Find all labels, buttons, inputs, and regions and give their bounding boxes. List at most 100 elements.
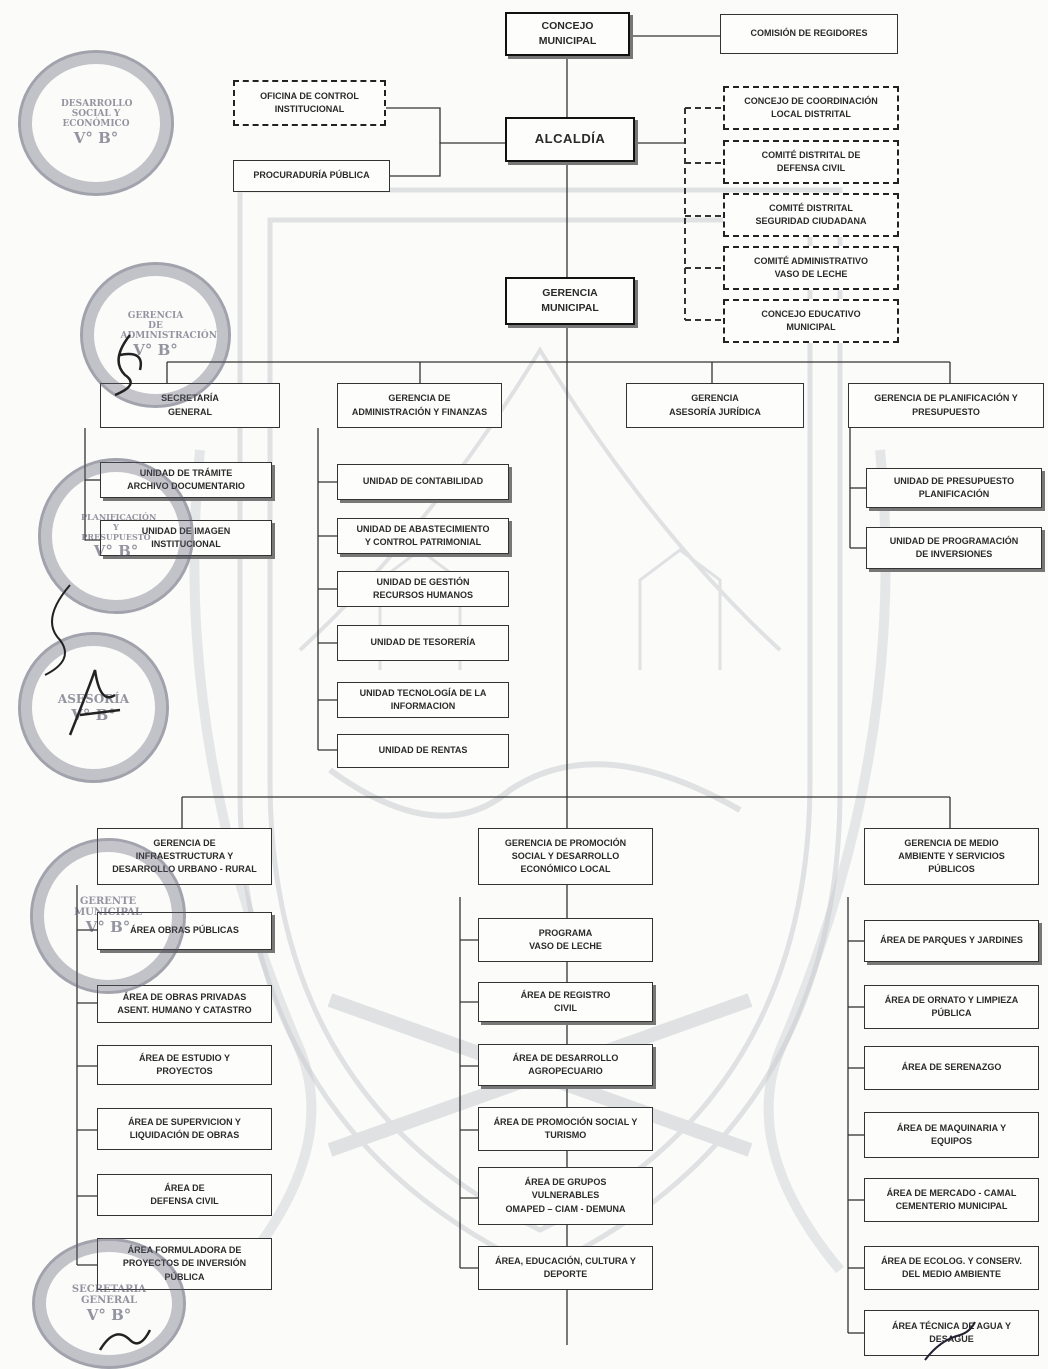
unit-label: UNIDAD DE ABASTECIMIENTO Y CONTROL PATRI… (356, 523, 490, 547)
concejo-municipal-box: CONCEJO MUNICIPAL (505, 12, 630, 56)
concejo-municipal-label: CONCEJO MUNICIPAL (538, 19, 597, 47)
unit-label: ÁREA DE PARQUES Y JARDINES (880, 935, 1023, 946)
gerencia-municipal-label: GERENCIA MUNICIPAL (541, 286, 599, 314)
area-mercado-box: ÁREA DE MERCADO - CAMAL CEMENTERIO MUNIC… (864, 1178, 1039, 1222)
unit-label: ÁREA DE ESTUDIO Y PROYECTOS (138, 1052, 230, 1076)
committee-label-1: CONCEJO DE COORDINACIÓN LOCAL DISTRITAL (744, 95, 878, 119)
comision-regidores-box: COMISIÓN DE REGIDORES (720, 14, 898, 54)
committee-label-5: CONCEJO EDUCATIVO MUNICIPAL (761, 308, 861, 332)
gerencia-municipal-box: GERENCIA MUNICIPAL (505, 277, 635, 325)
procuraduria-box: PROCURADURÍA PÚBLICA (233, 160, 390, 192)
unidad-presupuesto-box: UNIDAD DE PRESUPUESTO PLANIFICACIÓN (866, 468, 1042, 508)
gerencia-promocion-box: GERENCIA DE PROMOCIÓN SOCIAL Y DESARROLL… (478, 828, 653, 885)
gerencia-asesoria-label: GERENCIA ASESORÍA JURÍDICA (669, 393, 761, 417)
committee-label-3: COMITÉ DISTRITAL SEGURIDAD CIUDADANA (755, 202, 867, 226)
unidad-abastecimiento-box: UNIDAD DE ABASTECIMIENTO Y CONTROL PATRI… (337, 518, 509, 554)
stamp-vb: V° B° (93, 542, 139, 560)
unit-label: ÁREA DE ECOLOG. Y CONSERV. DEL MEDIO AMB… (881, 1255, 1022, 1279)
unit-label: ÁREA TÉCNICA DE AGUA Y DESAGUE (891, 1320, 1011, 1344)
unit-label: UNIDAD DE CONTABILIDAD (362, 476, 484, 487)
unit-label: ÁREA DE REGISTRO CIVIL (520, 989, 611, 1013)
committee-label-2: COMITÉ DISTRITAL DE DEFENSA CIVIL (761, 149, 861, 173)
unidad-contabilidad-box: UNIDAD DE CONTABILIDAD (337, 464, 509, 500)
unit-label: ÁREA DE MERCADO - CAMAL CEMENTERIO MUNIC… (886, 1187, 1017, 1211)
area-educacion-box: ÁREA, EDUCACIÓN, CULTURA Y DEPORTE (478, 1246, 653, 1290)
oficina-control-label: OFICINA DE CONTROL INSTITUCIONAL (260, 90, 359, 114)
unit-label: ÁREA, EDUCACIÓN, CULTURA Y DEPORTE (495, 1255, 636, 1279)
gerencia-administracion-box: GERENCIA DE ADMINISTRACIÓN Y FINANZAS (337, 383, 502, 428)
gerencia-administracion-label: GERENCIA DE ADMINISTRACIÓN Y FINANZAS (351, 393, 488, 417)
unit-label: UNIDAD DE RENTAS (378, 745, 468, 756)
programa-vaso-leche-box: PROGRAMA VASO DE LECHE (478, 918, 653, 962)
unit-label: UNIDAD DE GESTIÓN RECURSOS HUMANOS (372, 576, 473, 600)
comite-defensa-civil-box: COMITÉ DISTRITAL DE DEFENSA CIVIL (723, 140, 899, 184)
area-desarrollo-agropecuario-box: ÁREA DE DESARROLLO AGROPECUARIO (478, 1044, 653, 1086)
signature-mark (68, 669, 121, 736)
unit-label: ÁREA DE SUPERVICION Y LIQUIDACIÓN DE OBR… (128, 1116, 241, 1140)
gerencia-asesoria-box: GERENCIA ASESORÍA JURÍDICA (626, 383, 804, 428)
area-defensa-civil-box: ÁREA DE DEFENSA CIVIL (97, 1174, 272, 1216)
procuraduria-label: PROCURADURÍA PÚBLICA (253, 170, 370, 181)
gerencia-promocion-label: GERENCIA DE PROMOCIÓN SOCIAL Y DESARROLL… (504, 837, 627, 875)
concejo-educativo-box: CONCEJO EDUCATIVO MUNICIPAL (723, 299, 899, 343)
signature-mark (924, 1321, 976, 1361)
unit-label: UNIDAD TECNOLOGÍA DE LA INFORMACION (359, 687, 487, 711)
unit-label: ÁREA DE DESARROLLO AGROPECUARIO (512, 1052, 619, 1076)
area-registro-civil-box: ÁREA DE REGISTRO CIVIL (478, 982, 653, 1022)
unit-label: ÁREA DE PROMOCIÓN SOCIAL Y TURISMO (493, 1116, 638, 1140)
area-agua-desague-box: ÁREA TÉCNICA DE AGUA Y DESAGUE (864, 1310, 1039, 1356)
gerencia-planificacion-box: GERENCIA DE PLANIFICACIÓN Y PRESUPUESTO (848, 383, 1044, 428)
unit-label: ÁREA DE OBRAS PRIVADAS ASENT. HUMANO Y C… (117, 991, 252, 1015)
signature-mark (98, 1329, 152, 1351)
alcaldia-box: ALCALDÍA (505, 117, 635, 162)
stamp-vb: V° B° (86, 1305, 132, 1324)
alcaldia-label: ALCALDÍA (534, 131, 606, 147)
unidad-programacion-box: UNIDAD DE PROGRAMACIÓN DE INVERSIONES (866, 527, 1042, 569)
unidad-tesoreria-box: UNIDAD DE TESORERÍA (337, 625, 509, 661)
unidad-tecnologia-box: UNIDAD TECNOLOGÍA DE LA INFORMACION (337, 682, 509, 718)
area-obras-privadas-box: ÁREA DE OBRAS PRIVADAS ASENT. HUMANO Y C… (97, 985, 272, 1023)
concejo-coordinacion-box: CONCEJO DE COORDINACIÓN LOCAL DISTRITAL (723, 86, 899, 130)
stamp-vb: V° B° (73, 129, 119, 147)
unit-label: UNIDAD DE PRESUPUESTO PLANIFICACIÓN (893, 475, 1015, 499)
unit-label: ÁREA DE DEFENSA CIVIL (150, 1182, 219, 1206)
gerencia-medio-ambiente-label: GERENCIA DE MEDIO AMBIENTE Y SERVICIOS P… (898, 837, 1005, 875)
oficina-control-box: OFICINA DE CONTROL INSTITUCIONAL (233, 80, 386, 126)
stamp-asesoria-text: ASESORÍA (57, 691, 130, 706)
gerencia-planificacion-label: GERENCIA DE PLANIFICACIÓN Y PRESUPUESTO (874, 393, 1018, 417)
gerencia-medio-ambiente-box: GERENCIA DE MEDIO AMBIENTE Y SERVICIOS P… (864, 828, 1039, 885)
area-grupos-vulnerables-box: ÁREA DE GRUPOS VULNERABLES OMAPED – CIAM… (478, 1167, 653, 1225)
comite-seguridad-box: COMITÉ DISTRITAL SEGURIDAD CIUDADANA (723, 193, 899, 237)
area-maquinaria-box: ÁREA DE MAQUINARIA Y EQUIPOS (864, 1112, 1039, 1158)
stamp-vb: V° B° (133, 341, 178, 359)
area-ecologia-box: ÁREA DE ECOLOG. Y CONSERV. DEL MEDIO AMB… (864, 1246, 1039, 1290)
comite-vaso-leche-box: COMITÉ ADMINISTRATIVO VASO DE LECHE (723, 246, 899, 290)
unidad-recursos-humanos-box: UNIDAD DE GESTIÓN RECURSOS HUMANOS (337, 571, 509, 607)
unit-label: ÁREA DE GRUPOS VULNERABLES OMAPED – CIAM… (505, 1177, 626, 1214)
unit-label: ÁREA DE MAQUINARIA Y EQUIPOS (896, 1122, 1007, 1146)
area-ornato-box: ÁREA DE ORNATO Y LIMPIEZA PÚBLICA (864, 985, 1039, 1029)
comision-regidores-label: COMISIÓN DE REGIDORES (750, 28, 868, 39)
unit-label: UNIDAD DE PROGRAMACIÓN DE INVERSIONES (889, 535, 1019, 559)
committee-label-4: COMITÉ ADMINISTRATIVO VASO DE LECHE (754, 255, 868, 279)
area-estudio-proyectos-box: ÁREA DE ESTUDIO Y PROYECTOS (97, 1045, 272, 1085)
unit-label: ÁREA DE ORNATO Y LIMPIEZA PÚBLICA (884, 994, 1019, 1018)
area-serenazgo-box: ÁREA DE SERENAZGO (864, 1046, 1039, 1090)
signature-mark (114, 334, 143, 397)
area-supervision-box: ÁREA DE SUPERVICION Y LIQUIDACIÓN DE OBR… (97, 1108, 272, 1150)
area-parques-box: ÁREA DE PARQUES Y JARDINES (864, 920, 1039, 962)
unidad-rentas-box: UNIDAD DE RENTAS (337, 734, 509, 768)
stamp-vb: V° B° (85, 918, 131, 936)
unit-label: PROGRAMA VASO DE LECHE (529, 927, 602, 951)
unit-label: UNIDAD DE TESORERÍA (370, 637, 476, 648)
signature-mark (44, 584, 71, 676)
